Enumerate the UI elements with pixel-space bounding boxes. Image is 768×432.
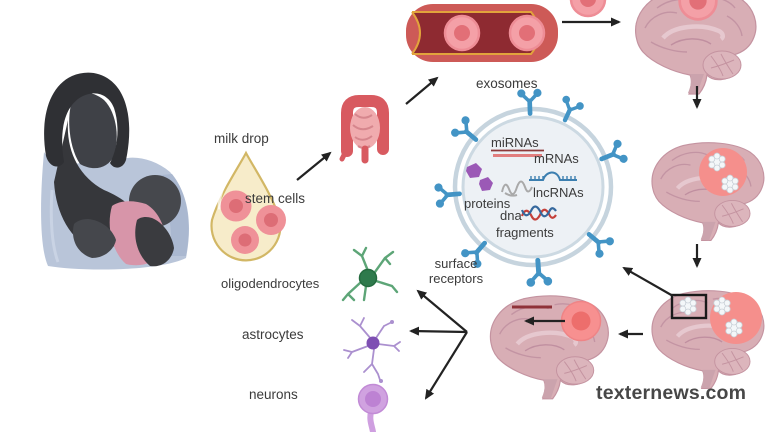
exosome-cell-icon [569, 0, 607, 18]
zoom-box-icon [670, 293, 708, 320]
neuron-icon [357, 383, 389, 432]
mother-breastfeeding-icon [41, 72, 190, 270]
mrna-strand-icon [529, 171, 577, 181]
mirna-underline-icon [491, 149, 544, 157]
lesion-icon [679, 292, 762, 344]
surface-receptors-line1: surface [434, 256, 478, 271]
exosome-icon [434, 89, 629, 287]
arrow-icon [296, 17, 702, 400]
fragments-label: fragments [496, 225, 554, 240]
surface-receptors-line2: receptors [428, 270, 484, 286]
intestine-icon [339, 95, 389, 164]
milk-drop-label: milk drop [214, 131, 269, 146]
lesion-icon [699, 148, 747, 196]
oligodendrocyte-icon [341, 246, 399, 302]
milk-drop-icon [210, 150, 286, 262]
blood-vessel-icon [406, 4, 558, 62]
astrocytes-label: astrocytes [242, 327, 304, 342]
lncrnas-label: lncRNAs [533, 185, 584, 200]
mirnas-label: miRNAs [491, 135, 539, 150]
protein-blob-icon [466, 163, 493, 191]
stem-cells-label: stem cells [245, 191, 306, 206]
lncrna-coil-icon [501, 180, 533, 197]
dna-helix-icon [520, 205, 557, 221]
astrocyte-icon [343, 317, 401, 383]
mrnas-label: mRNAs [534, 151, 579, 166]
dna-label: dna [500, 208, 522, 223]
stem-cell-icon [220, 190, 286, 254]
proteins-label: proteins [464, 196, 511, 211]
neurons-label: neurons [249, 387, 298, 402]
exosomes-label: exosomes [476, 76, 538, 91]
surface-receptors-label: surface receptors [416, 256, 496, 287]
lesion-icon [560, 300, 602, 342]
watermark-text: texternews.com [596, 382, 747, 404]
oligodendrocytes-label: oligodendrocytes [221, 276, 320, 291]
